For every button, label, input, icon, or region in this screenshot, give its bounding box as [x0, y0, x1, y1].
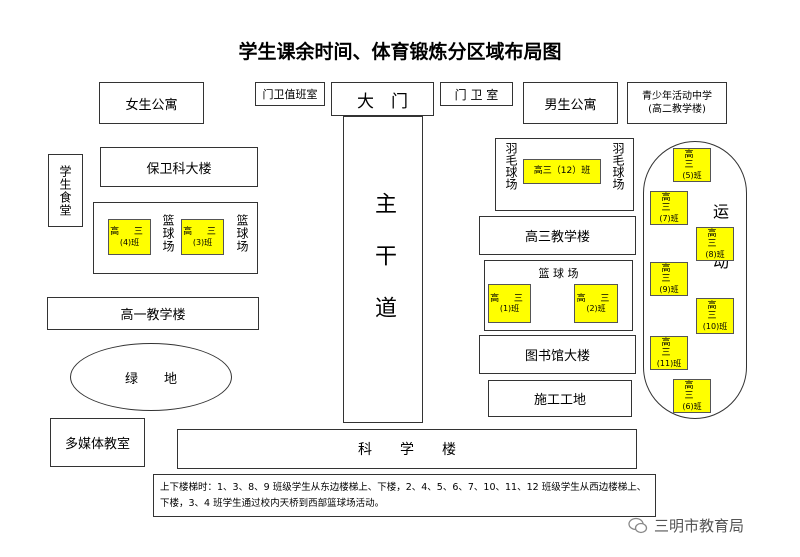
science-building-label: 科 学 楼 — [358, 442, 456, 458]
main-gate-label: 大 门 — [357, 91, 408, 112]
gate-duty-label: 门卫值班室 — [262, 88, 318, 101]
watermark-text: 三明市教育局 — [654, 517, 745, 535]
class-10-badge: 高 三 (10)班 — [696, 298, 734, 334]
class-12-badge: 高三（12）班 — [523, 159, 601, 184]
class-7-line2: (7)班 — [659, 213, 679, 223]
class-1-line1: 高 三 — [490, 293, 529, 304]
class-2-line1: 高 三 — [576, 293, 616, 304]
main-road: 主干道 — [343, 116, 423, 423]
class-7-line1: 高 三 — [661, 193, 677, 214]
youth-center: 青少年活动中学 (高二教学楼) — [627, 82, 727, 124]
class-4-line2: (4)班 — [119, 237, 140, 247]
grade3-building-label: 高三教学楼 — [524, 230, 590, 245]
class-8-badge: 高 三 (8)班 — [696, 227, 734, 261]
class-9-badge: 高 三 (9)班 — [650, 262, 688, 296]
main-road-label: 主干道 — [371, 191, 396, 348]
class-3-badge: 高 三 (3)班 — [181, 219, 224, 255]
class-5-line2: (5)班 — [682, 170, 702, 180]
class-10-line1: 高 三 — [707, 301, 723, 322]
girls-dorm: 女生公寓 — [99, 82, 204, 124]
stair-notice-text: 上下楼梯时：1、3、8、9 班级学生从东边楼梯上、下楼，2、4、5、6、7、10… — [160, 482, 647, 509]
grade1-building: 高一教学楼 — [47, 297, 259, 330]
class-6-line1: 高 三 — [684, 381, 700, 402]
class-8-line1: 高 三 — [707, 229, 723, 250]
class-6-line2: (6)班 — [682, 401, 702, 411]
library-label: 图书馆大楼 — [524, 349, 590, 364]
class-5-line1: 高 三 — [684, 150, 700, 171]
canteen: 学生食堂 — [48, 154, 83, 227]
grade1-building-label: 高一教学楼 — [120, 308, 186, 323]
stair-notice: 上下楼梯时：1、3、8、9 班级学生从东边楼梯上、下楼，2、4、5、6、7、10… — [153, 474, 656, 517]
class-2-badge: 高 三 (2)班 — [574, 284, 618, 323]
class-1-badge: 高 三 (1)班 — [488, 284, 531, 323]
east-court-label: 篮 球 场 — [538, 267, 579, 280]
girls-dorm-label: 女生公寓 — [125, 97, 178, 113]
construction-label: 施工工地 — [533, 393, 586, 408]
construction-site: 施工工地 — [488, 380, 632, 417]
class-9-line2: (9)班 — [659, 284, 679, 294]
class-3-line1: 高 三 — [183, 227, 222, 238]
class-11-line1: 高 三 — [661, 338, 677, 359]
main-gate: 大 门 — [331, 82, 434, 116]
multimedia-room: 多媒体教室 — [50, 418, 145, 467]
boys-dorm: 男生公寓 — [523, 82, 618, 124]
class-8-line2: (8)班 — [705, 249, 725, 259]
badminton-label-right: 羽毛球场 — [611, 142, 625, 190]
class-12-label: 高三（12）班 — [533, 166, 591, 177]
class-2-line2: (2)班 — [586, 304, 606, 314]
science-building: 科 学 楼 — [177, 429, 637, 469]
guard-room: 门 卫 室 — [440, 82, 513, 106]
class-10-line2: (10)班 — [702, 321, 728, 331]
library-building: 图书馆大楼 — [479, 335, 636, 374]
green-area-label: 绿 地 — [124, 371, 177, 387]
west-court-label-2: 篮球场 — [235, 214, 249, 253]
class-7-badge: 高 三 (7)班 — [650, 191, 688, 225]
class-6-badge: 高 三 (6)班 — [673, 379, 711, 413]
class-4-line1: 高 三 — [110, 227, 149, 238]
class-1-line2: (1)班 — [499, 304, 520, 314]
grade3-building: 高三教学楼 — [479, 216, 636, 255]
class-9-line1: 高 三 — [661, 264, 677, 285]
gate-duty-room: 门卫值班室 — [255, 82, 325, 106]
wechat-icon — [628, 516, 648, 536]
map-title: 学生课余时间、体育锻炼分区域布局图 — [238, 41, 562, 63]
boys-dorm-label: 男生公寓 — [544, 97, 597, 113]
watermark: 三明市教育局 — [628, 515, 744, 536]
badminton-label-left: 羽毛球场 — [504, 142, 518, 190]
guard-room-label: 门 卫 室 — [454, 87, 499, 102]
canteen-label: 学生食堂 — [58, 164, 72, 217]
youth-center-label: 青少年活动中学 (高二教学楼) — [642, 91, 712, 115]
multimedia-label: 多媒体教室 — [64, 437, 130, 452]
green-area: 绿 地 — [70, 343, 232, 411]
west-court-label-1: 篮球场 — [161, 214, 175, 253]
class-4-badge: 高 三 (4)班 — [108, 219, 151, 255]
security-building-label: 保卫科大楼 — [146, 161, 212, 177]
security-building: 保卫科大楼 — [100, 147, 258, 187]
class-11-line2: (11)班 — [656, 358, 682, 368]
class-5-badge: 高 三 (5)班 — [673, 148, 711, 182]
class-11-badge: 高 三 (11)班 — [650, 336, 688, 370]
class-3-line2: (3)班 — [192, 237, 213, 247]
